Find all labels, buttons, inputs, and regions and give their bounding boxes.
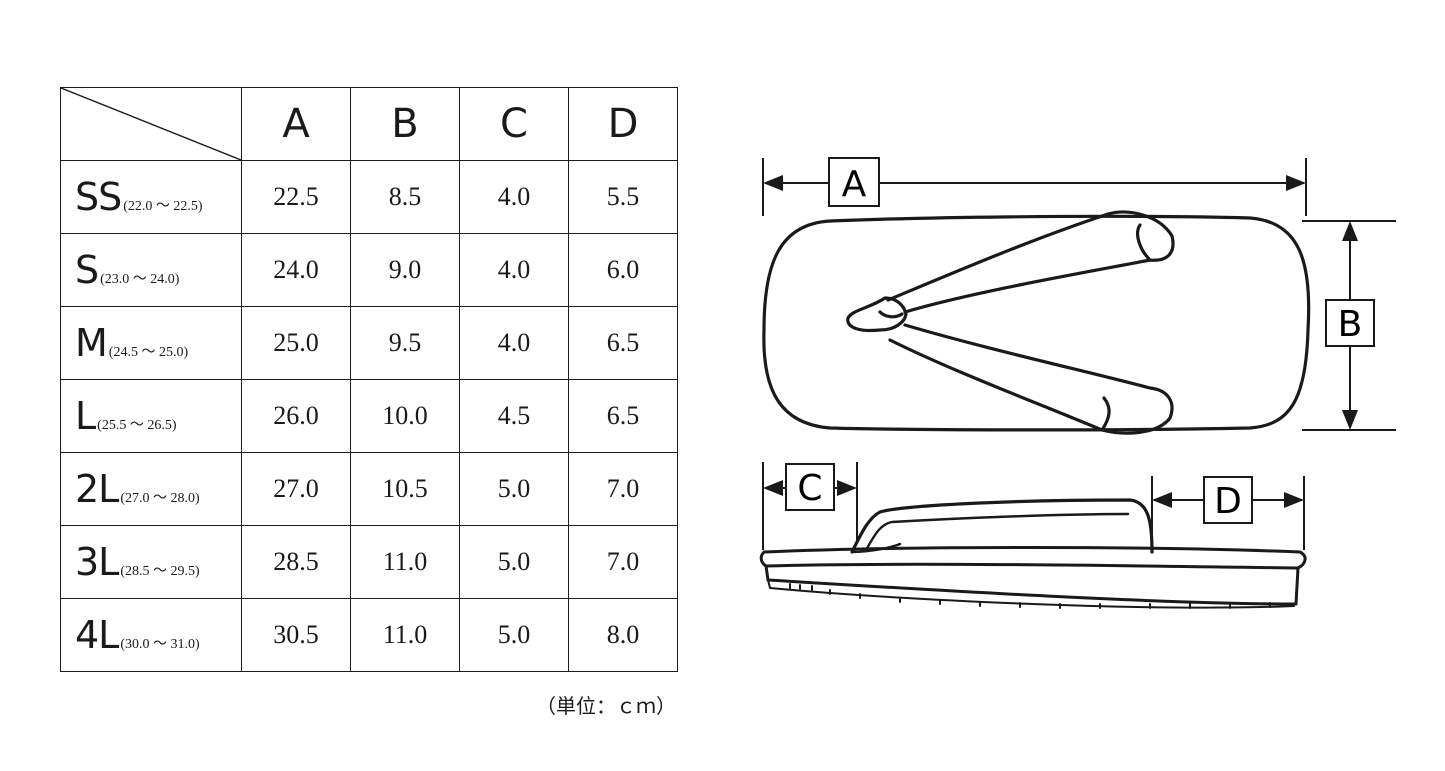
size-range: (27.0 ～ 28.0) [120,491,200,506]
value-cell-b: 9.0 [350,233,460,307]
dimension-d: D [1151,476,1305,550]
column-header-a: A [241,87,351,161]
value-cell-b: 11.0 [350,525,460,599]
dimension-b: B [1302,220,1396,431]
value-cell-c: 4.0 [459,233,569,307]
value-cell-a: 30.5 [241,598,351,672]
size-range: (25.5 ～ 26.5) [97,418,177,433]
value-cell-b: 10.5 [350,452,460,526]
value-cell-c: 4.0 [459,306,569,380]
table-corner-cell [60,87,242,161]
sandal-side-view [759,498,1307,609]
value-cell-b: 8.5 [350,160,460,234]
unit-note: （単位：ｃｍ） [536,694,676,718]
value-cell-a: 22.5 [241,160,351,234]
size-cell: 4L(30.0 ～ 31.0) [60,598,242,672]
label-box-d [1203,476,1253,524]
size-cell: S(23.0 ～ 24.0) [60,233,242,307]
value-cell-c: 4.5 [459,379,569,453]
value-cell-a: 26.0 [241,379,351,453]
value-cell-d: 5.5 [568,160,678,234]
value-cell-d: 7.0 [568,525,678,599]
size-name: S [75,248,99,292]
size-name: 4L [75,613,119,657]
column-header-b: B [350,87,460,161]
value-cell-d: 6.5 [568,306,678,380]
size-name: 3L [75,540,119,584]
dimension-label-c: C [797,468,822,509]
value-cell-d: 8.0 [568,598,678,672]
table-header-row: A B C D [60,87,678,161]
size-name: M [75,321,108,365]
size-range: (23.0 ～ 24.0) [100,272,180,287]
value-cell-b: 11.0 [350,598,460,672]
dimension-label-d: D [1214,481,1242,522]
size-cell: 2L(27.0 ～ 28.0) [60,452,242,526]
value-cell-d: 7.0 [568,452,678,526]
size-range: (24.5 ～ 25.0) [108,345,189,360]
value-cell-a: 27.0 [241,452,351,526]
value-cell-a: 25.0 [241,306,351,380]
dimension-label-b: B [1338,304,1363,345]
size-name: 2L [75,467,119,511]
value-cell-c: 4.0 [459,160,569,234]
size-name: L [75,394,96,438]
size-cell: 3L(28.5 ～ 29.5) [60,525,242,599]
size-range: (22.0 ～ 22.5) [123,199,203,214]
value-cell-a: 28.5 [241,525,351,599]
column-header-d: D [568,87,678,161]
size-cell: L(25.5 ～ 26.5) [60,379,242,453]
value-cell-b: 9.5 [350,306,460,380]
value-cell-b: 10.0 [350,379,460,453]
size-range: (28.5 ～ 29.5) [120,564,200,579]
sandal-dimension-diagram: A B C D [759,157,1396,609]
size-name: SS [75,175,122,219]
label-box-b [1325,299,1375,347]
value-cell-d: 6.5 [568,379,678,453]
value-cell-a: 24.0 [241,233,351,307]
value-cell-d: 6.0 [568,233,678,307]
diagonal-line [61,88,241,160]
dimension-label-a: A [842,164,867,205]
label-box-a [828,157,880,207]
dimension-c: C [762,462,858,550]
column-header-c: C [459,87,569,161]
value-cell-c: 5.0 [459,598,569,672]
sandal-top-view [762,210,1311,435]
size-cell: M(24.5 ～ 25.0) [60,306,242,380]
size-cell: SS(22.0 ～ 22.5) [60,160,242,234]
value-cell-c: 5.0 [459,452,569,526]
size-range: (30.0 ～ 31.0) [120,637,200,652]
dimension-a: A [762,157,1307,216]
value-cell-c: 5.0 [459,525,569,599]
label-box-c [785,463,835,511]
